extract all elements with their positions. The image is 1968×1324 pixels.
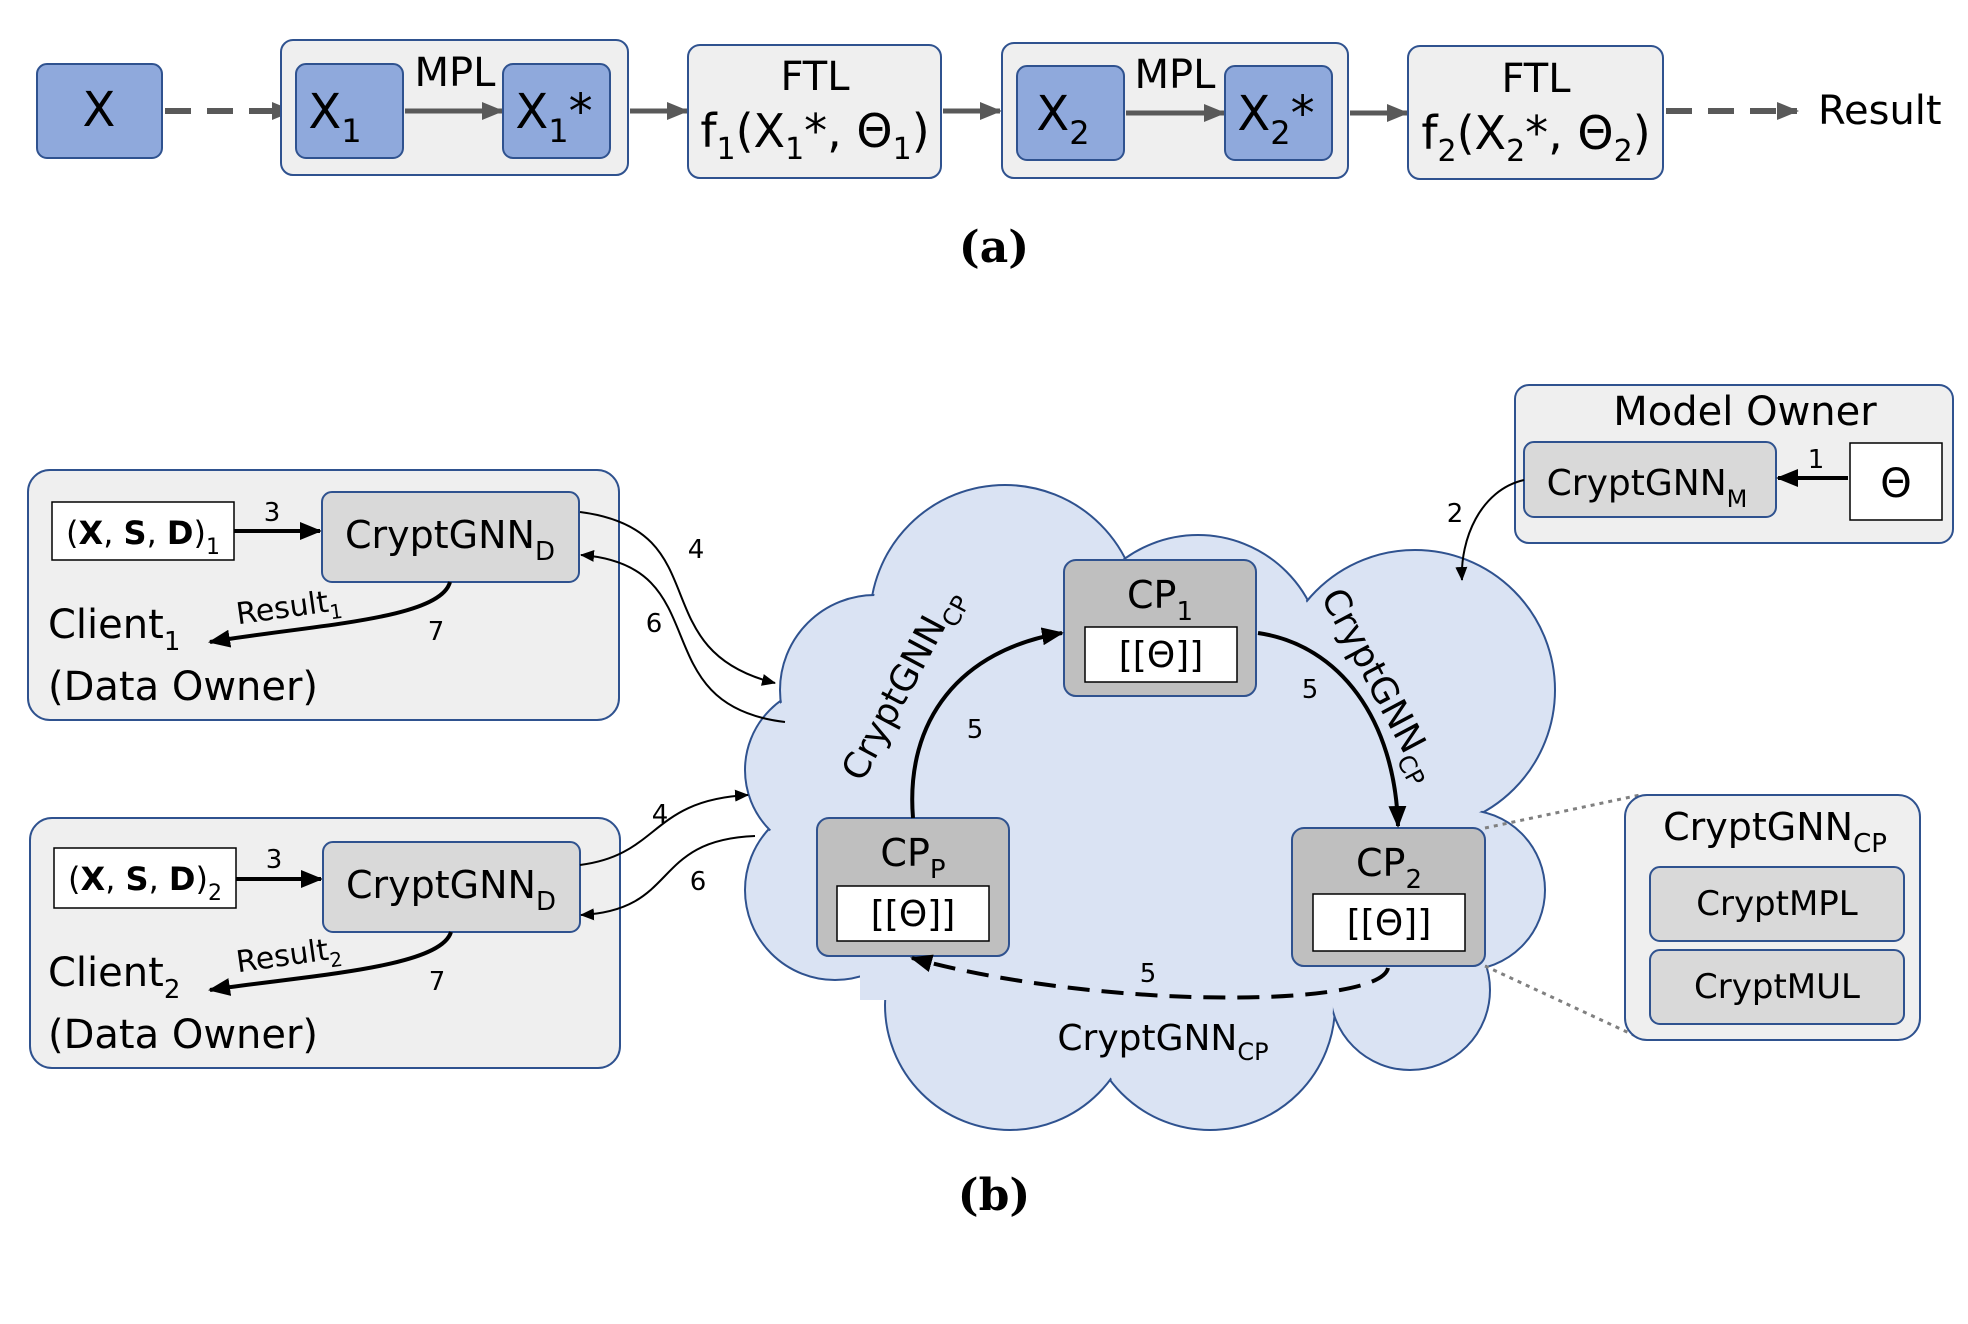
- step-4-c1: 4: [688, 535, 705, 565]
- panel-a: X X1 MPL X1* FTL f1(X1*, Θ1) X2 MPL X2* …: [36, 39, 1942, 273]
- ftl1-label: FTL: [780, 54, 850, 100]
- client1-name: Client1: [48, 602, 180, 657]
- step-6-c1: 6: [646, 609, 663, 639]
- result-label: Result: [1818, 88, 1942, 134]
- arrow-c2-to-cloud: [579, 789, 749, 866]
- callout-line-bottom: [1484, 964, 1641, 1040]
- node-x2-star-label: X2*: [1237, 86, 1314, 152]
- client2-input-box: [53, 847, 237, 909]
- client2-role: (Data Owner): [48, 1012, 318, 1058]
- node-x-label: X: [83, 82, 116, 138]
- client2-crypt-box: [322, 841, 581, 933]
- client1-role: (Data Owner): [48, 664, 318, 710]
- arrow-cp1-to-cp2: [1257, 631, 1407, 828]
- client1-input-label: (X, S, D)1: [66, 514, 220, 560]
- cp1-share: [[Θ]]: [1119, 635, 1204, 676]
- step-1: 1: [1808, 445, 1825, 475]
- arrow-cp2-to-cpp: [910, 954, 1390, 1000]
- arrow-c1-result: [208, 581, 452, 648]
- cp2-share-box: [1312, 893, 1466, 952]
- cp2-label: CP2: [1356, 841, 1422, 895]
- arrow-c1-to-cloud: [579, 511, 776, 686]
- arrow-c2-result: [208, 931, 453, 996]
- cloud-label-bottom: CryptGNNCP: [1057, 1018, 1268, 1066]
- step-2: 2: [1447, 499, 1464, 529]
- step-4-c2: 4: [652, 800, 669, 830]
- components-title: CryptGNNCP: [1663, 805, 1887, 859]
- step-3-c2: 3: [266, 845, 283, 875]
- cp2-share: [[Θ]]: [1347, 903, 1432, 944]
- node-x2: [1016, 65, 1125, 161]
- step-3-c1: 3: [264, 498, 281, 528]
- client2-name: Client2: [48, 950, 180, 1005]
- step-5-left: 5: [967, 715, 984, 745]
- arrow-cpp-to-cp1: [910, 627, 1064, 819]
- ftl2-label: FTL: [1501, 56, 1571, 102]
- step-7-c1: 7: [428, 617, 445, 647]
- step-5-bottom: 5: [1140, 959, 1157, 989]
- client2-input-label: (X, S, D)2: [68, 860, 222, 906]
- cpp-label: CPP: [880, 831, 945, 885]
- step-5-right: 5: [1302, 675, 1319, 705]
- node-x2-label: X2: [1036, 86, 1089, 152]
- ftl2-formula: f2(X2*, Θ2): [1421, 106, 1650, 169]
- client1-input-box: [51, 501, 235, 561]
- theta-label: Θ: [1880, 461, 1911, 507]
- step-6-c2: 6: [690, 867, 707, 897]
- cpp-share: [[Θ]]: [871, 894, 956, 935]
- cp1-label: CP1: [1127, 573, 1193, 627]
- node-x: [36, 63, 163, 159]
- ftl1-formula: f1(X1*, Θ1): [700, 104, 929, 167]
- mpl1-label: MPL: [415, 50, 497, 96]
- node-x1-star: [502, 63, 611, 159]
- model-owner-crypt-label: CryptGNNM: [1547, 463, 1748, 513]
- component-box-2: [1649, 949, 1905, 1025]
- arrow-cloud-to-c2: [580, 835, 756, 921]
- cpp-share-box: [836, 885, 990, 942]
- node-x2-star: [1224, 65, 1333, 161]
- client1-crypt-box: [321, 491, 580, 583]
- panel-b: Model Owner CryptGNNM Θ 1 2 (X, S, D)1 3…: [27, 384, 1954, 1221]
- node-x1: [295, 63, 404, 159]
- client2-crypt-label: CryptGNND: [346, 863, 556, 917]
- caption-a: (a): [959, 222, 1029, 273]
- arrow-cloud-to-c1: [580, 549, 786, 723]
- caption-b: (b): [958, 1170, 1030, 1221]
- step-7-c2: 7: [429, 967, 446, 997]
- cp1-share-box: [1084, 626, 1238, 683]
- node-x1-label: X1: [308, 84, 361, 150]
- node-x1-star-label: X1*: [515, 84, 592, 150]
- component-label-2: CryptMUL: [1694, 967, 1860, 1007]
- mpl2-label: MPL: [1135, 52, 1217, 98]
- node-ftl2: [1407, 45, 1664, 180]
- arrow-model-to-cloud: [1455, 479, 1525, 581]
- component-label-1: CryptMPL: [1696, 884, 1858, 924]
- node-ftl1: [687, 44, 942, 179]
- component-box-1: [1649, 866, 1905, 942]
- model-owner-title: Model Owner: [1613, 389, 1877, 435]
- theta-box: [1849, 442, 1943, 521]
- client1-crypt-label: CryptGNND: [345, 513, 555, 567]
